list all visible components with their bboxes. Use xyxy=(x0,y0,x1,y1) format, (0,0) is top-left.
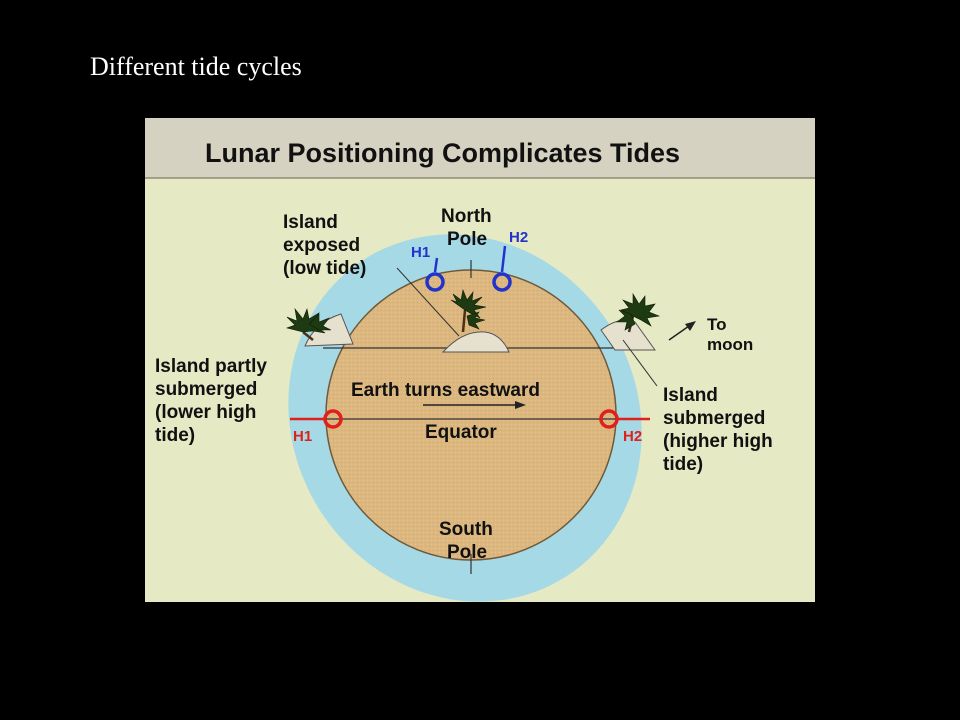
h1-top-tick xyxy=(433,257,439,273)
island-exposed-pointer xyxy=(396,267,460,337)
h1-top-label: H1 xyxy=(411,244,430,261)
rotation-arrowhead-icon xyxy=(515,401,526,409)
h1-left-marker xyxy=(323,409,343,429)
h1-top-marker xyxy=(425,272,445,292)
north-pole-label: North Pole xyxy=(441,206,497,250)
earth-turns-label: Earth turns eastward xyxy=(351,380,540,401)
equator-label: Equator xyxy=(425,422,497,443)
island-submerged-pointer xyxy=(622,339,658,387)
tide-diagram: Lunar Positioning Complicates Tides xyxy=(145,118,815,602)
h2-top-label: H2 xyxy=(509,229,528,246)
palm-tree-left-icon xyxy=(285,307,332,341)
south-pole-label: South Pole xyxy=(439,519,498,563)
island-partly-label: Island partly submerged (lower high tide… xyxy=(155,356,272,446)
moon-arrow-shaft xyxy=(668,325,690,341)
slide-title: Different tide cycles xyxy=(90,52,302,81)
island-exposed-mound xyxy=(441,331,510,353)
to-moon-label: To moon xyxy=(707,315,753,354)
h1-left-label: H1 xyxy=(293,428,312,445)
palm-tree-center-icon xyxy=(450,288,487,333)
h2-top-tick xyxy=(500,245,507,273)
moon-arrowhead-icon xyxy=(685,321,696,331)
island-submerged-label: Island submerged (higher high tide) xyxy=(663,385,778,475)
palm-tree-right-icon xyxy=(616,292,661,333)
h2-top-marker xyxy=(492,272,512,292)
h2-right-label: H2 xyxy=(623,428,642,445)
figure-header: Lunar Positioning Complicates Tides xyxy=(205,138,680,168)
tide-diagram-svg: Lunar Positioning Complicates Tides xyxy=(145,118,815,602)
island-exposed-label: Island exposed (low tide) xyxy=(283,212,366,279)
header-band xyxy=(145,118,815,178)
